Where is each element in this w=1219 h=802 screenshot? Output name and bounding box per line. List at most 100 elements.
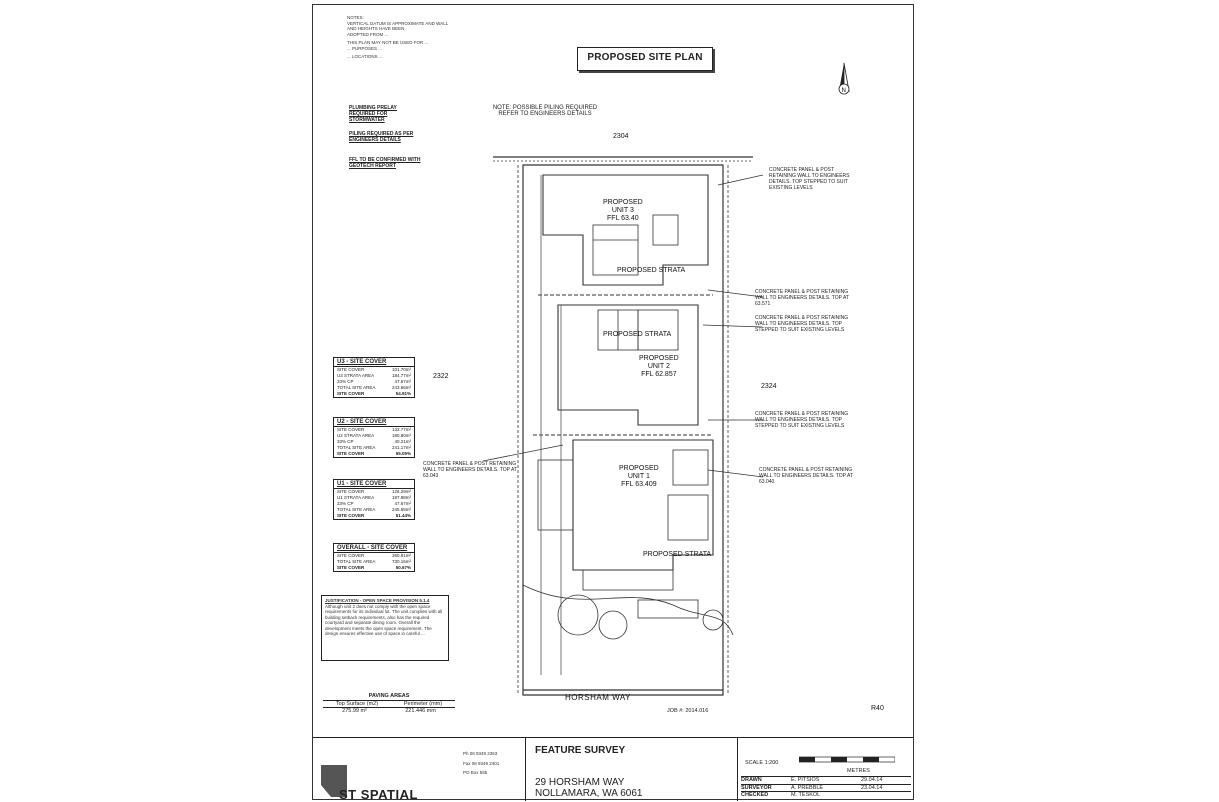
approval-name: A. PREBBLE (791, 784, 824, 791)
approval-date: 23.04.14 (861, 784, 883, 791)
site-plan-drawing (482, 156, 764, 696)
wall-note: CONCRETE PANEL & POST RETAINING WALL TO … (755, 411, 849, 429)
cover-value: 241.17m² (391, 445, 411, 450)
north-arrow-icon: N (838, 62, 850, 95)
contact-line: Fax 08 9349 2401 (463, 760, 500, 766)
justification-text: Although unit 2 does not comply with the… (325, 603, 443, 637)
cover-value: 132.77m² (391, 427, 411, 432)
cover-label: SITE COVER (337, 553, 365, 558)
cover-heading: U1 - SITE COVER (334, 480, 414, 489)
company-logo: ST SPATIAL (319, 763, 423, 802)
company-contact: Ph 08 9349 2363 Fax 08 9349 2401 PO Box … (463, 751, 499, 776)
logo-mark-icon (321, 765, 347, 797)
cover-value: 197.88m² (391, 495, 411, 500)
paving-val: 221.446 mm (405, 708, 436, 714)
cover-value: 730.16m² (391, 559, 411, 564)
approval-role: DRAWN (741, 777, 762, 783)
note-line: ADOPTED FROM ... (347, 31, 389, 37)
cover-heading: OVERALL - SITE COVER (334, 544, 414, 553)
cover-label: SITE COVER (337, 391, 365, 396)
unit-ffl: FFL 63.40 (607, 215, 639, 222)
paving-col: Perimeter (mm) (403, 700, 443, 707)
title-block-divider (737, 737, 738, 801)
unit-name: PROPOSED (603, 199, 643, 206)
address-line-1: 29 HORSHAM WAY (535, 777, 625, 788)
wall-note: CONCRETE PANEL & POST RETAINING WALL TO … (755, 289, 849, 307)
paving-cols: Top Surface (m2) Perimeter (mm) (323, 701, 455, 708)
unit-number: UNIT 2 (647, 363, 670, 370)
note-plumbing: PLUMBING PRELAY REQUIRED FOR STORMWATER (349, 105, 397, 123)
cover-label: SITE COVER (337, 367, 365, 372)
paving-col: Top Surface (m2) (335, 700, 379, 707)
address-block: 29 HORSHAM WAY NOLLAMARA, WA 6061 (535, 777, 642, 799)
r-code: R40 (871, 705, 884, 712)
cover-label: 33% CP (337, 379, 354, 384)
cover-row: 33% CP 47.67m² (334, 379, 414, 385)
wall-note: CONCRETE PANEL & POST RETAINING WALL TO … (755, 315, 849, 333)
unit-ffl: FFL 62.857 (641, 371, 677, 378)
cover-row: SITE COVER 101.70m² (334, 367, 414, 373)
note-line: THIS PLAN MAY NOT BE USED FOR ... (347, 40, 429, 45)
cover-label: U1 STRATA AREA (337, 495, 375, 500)
piling-note: NOTE: POSSIBLE PILING REQUIRED REFER TO … (492, 105, 598, 117)
approval-row: DRAWN E. PITSIOS 29.04.14 (741, 776, 911, 784)
contact-line: PO Box 555 (463, 770, 488, 775)
cover-label: TOTAL SITE AREA (337, 445, 376, 450)
title-block-divider (525, 737, 526, 801)
note-line: ... PURPOSES ... (347, 45, 383, 51)
cover-value: 47.67m² (394, 379, 411, 384)
note-piling: PILING REQUIRED AS PER ENGINEERS DETAILS (349, 131, 414, 143)
lot-number-top: 2304 (613, 133, 629, 140)
cover-label: TOTAL SITE AREA (337, 507, 376, 512)
cover-label: SITE COVER (337, 565, 365, 570)
note-line: ... LOCATIONS ... (347, 54, 383, 59)
unit-number: UNIT 1 (627, 473, 650, 480)
job-number: JOB #: 2014.016 (667, 708, 709, 714)
metres-label: METRES (847, 768, 870, 774)
cover-label: U2 STRATA AREA (337, 433, 375, 438)
cover-value: 184.77m² (391, 373, 411, 378)
justification-title: JUSTIFICATION - OPEN SPACE PROVISION 5.1… (325, 598, 430, 603)
unit-1-label: PROPOSED UNIT 1 FFL 63.409 (619, 465, 659, 489)
cover-row: SITE COVER 360.81m² (334, 553, 414, 559)
strata-label: PROPOSED STRATA (617, 267, 686, 274)
cover-value: 47.67m² (394, 501, 411, 506)
cover-label: SITE COVER (337, 513, 365, 518)
cover-row: TOTAL SITE AREA 241.17m² (334, 445, 414, 451)
paving-heading: PAVING AREAS (323, 693, 455, 701)
cover-label: SITE COVER (337, 489, 365, 494)
heading-block: FEATURE SURVEY (535, 745, 625, 756)
company-name: ST SPATIAL (339, 787, 418, 802)
cover-value: 55.05% (395, 451, 411, 456)
wall-note: CONCRETE PANEL & POST RETAINING WALL TO … (423, 461, 517, 479)
paving-table: PAVING AREAS Top Surface (m2) Perimeter … (323, 693, 455, 715)
cover-value: 360.81m² (391, 553, 411, 558)
cover-value: 101.70m² (391, 367, 411, 372)
approval-role: CHECKED (741, 792, 769, 798)
approval-name: M. TESKOL (791, 792, 821, 798)
paving-vals: 275.99 m² 221.446 mm (323, 707, 455, 715)
unit-name: PROPOSED (619, 465, 659, 472)
wall-note: CONCRETE PANEL & POST RETAINING WALL TO … (759, 467, 853, 485)
cover-label: SITE COVER (337, 427, 365, 432)
unit-ffl: FFL 63.409 (621, 481, 657, 488)
approvals-table: DRAWN E. PITSIOS 29.04.14 SURVEYOR A. PR… (741, 776, 911, 799)
unit-number: UNIT 3 (611, 207, 634, 214)
svg-text:N: N (842, 88, 846, 94)
cover-value: 243.66m² (391, 385, 411, 390)
survey-notes: NOTES: VERTICAL DATUM IS APPROXIMATE AND… (347, 15, 451, 60)
survey-heading: FEATURE SURVEY (535, 745, 626, 756)
